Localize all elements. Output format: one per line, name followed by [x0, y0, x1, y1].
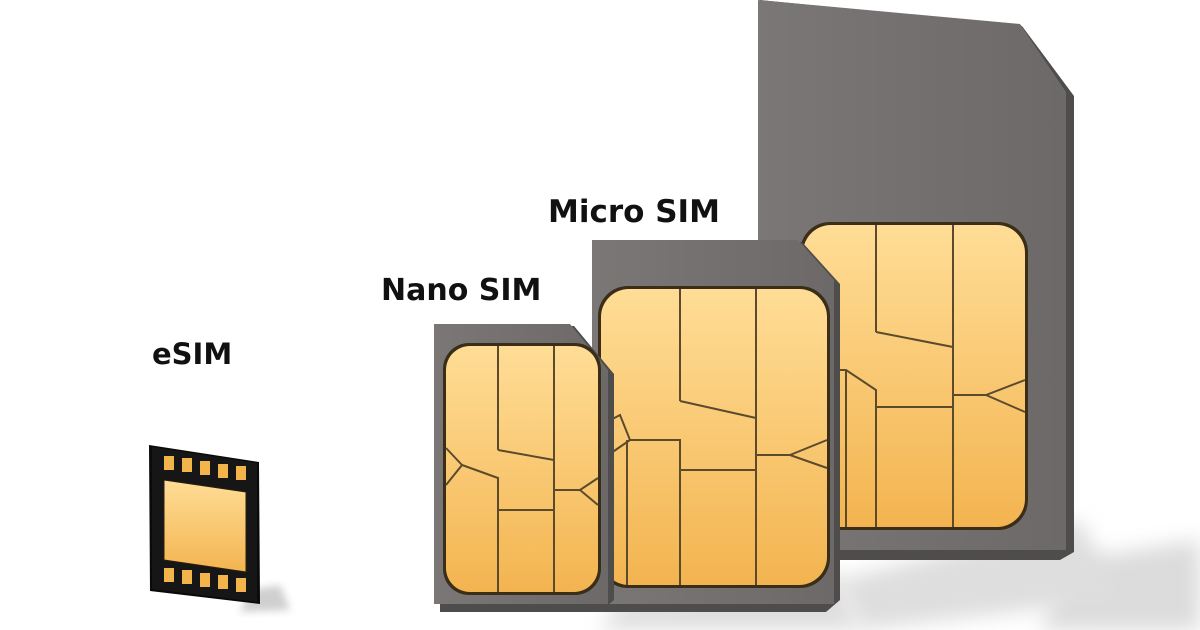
esim-bottom-pins: [164, 568, 246, 592]
micro-sim-card: [592, 240, 840, 612]
micro-sim-chip: [598, 286, 830, 588]
nano-sim-card: [434, 324, 614, 612]
nano-sim-chip: [443, 343, 601, 595]
esim-label: eSIM: [152, 337, 233, 371]
nano-sim-label: Nano SIM: [381, 273, 542, 308]
micro-sim-label: Micro SIM: [548, 194, 720, 230]
esim-top-pins: [164, 456, 246, 480]
esim-chip: [149, 445, 260, 604]
mini-sim-chip: [800, 222, 1028, 530]
